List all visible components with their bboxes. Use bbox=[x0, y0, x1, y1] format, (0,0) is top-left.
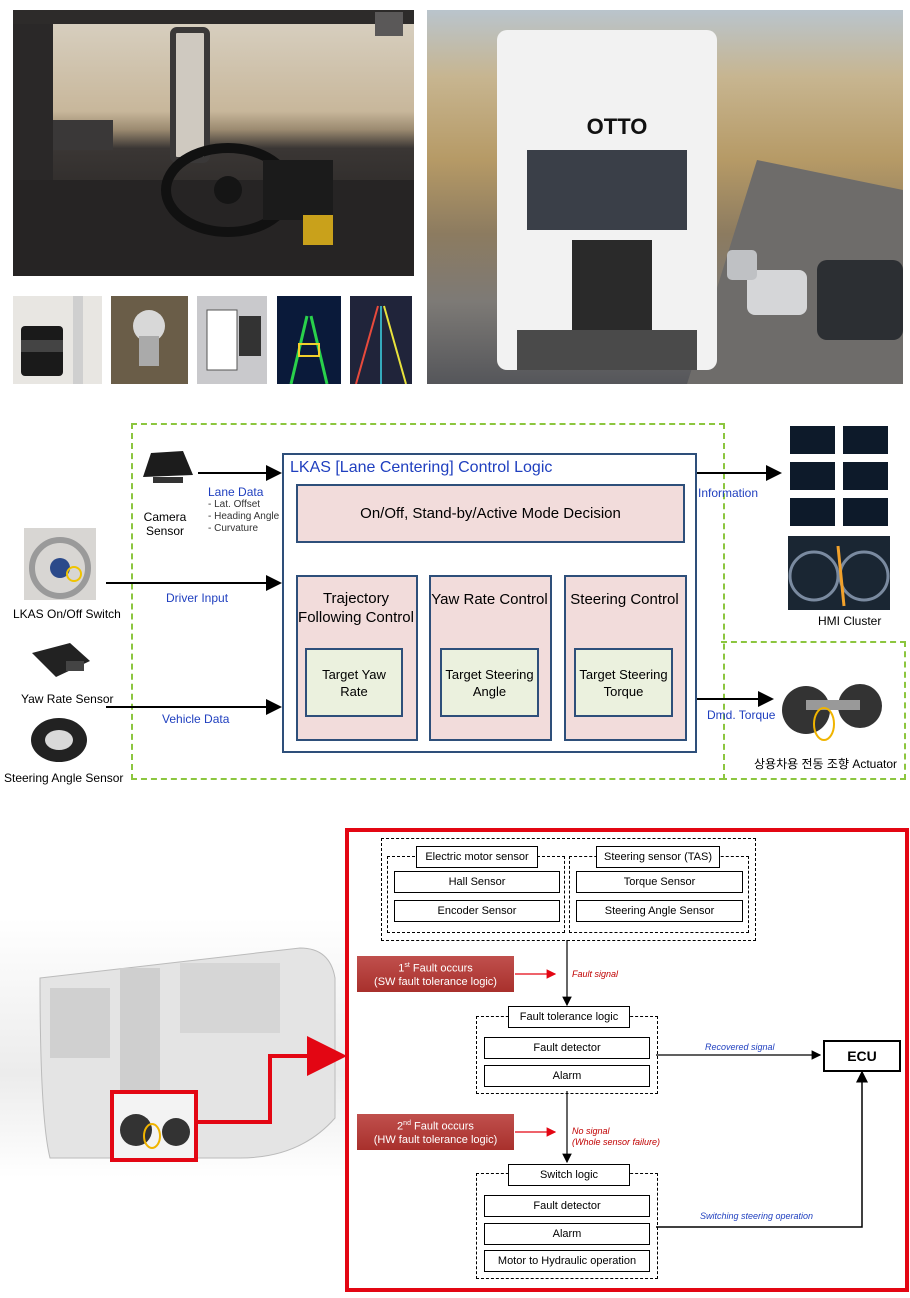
no-signal-sub-note: (Whole sensor failure) bbox=[572, 1137, 661, 1147]
yaw-rate-sensor-icon bbox=[26, 635, 96, 687]
steering-actuator-icon bbox=[780, 660, 885, 748]
hmi-cluster-label: HMI Cluster bbox=[818, 614, 882, 628]
driver-input-label: Driver Input bbox=[166, 591, 229, 605]
target-yaw-rate-box: Target Yaw Rate bbox=[305, 648, 403, 717]
actuator-label: 상용차용 전동 조향 Actuator bbox=[754, 757, 898, 771]
second-fault-sub: (HW fault tolerance logic) bbox=[373, 1133, 498, 1146]
yaw-rate-sensor-label: Yaw Rate Sensor bbox=[21, 692, 114, 706]
fault-detector-box: Fault detector bbox=[484, 1037, 650, 1059]
lane-detection-view-thumbnail bbox=[277, 296, 341, 384]
lkas-system-boundary-extension bbox=[721, 641, 906, 780]
lane-data-title: Lane Data bbox=[208, 485, 264, 499]
first-fault-title: Fault occurs bbox=[409, 962, 473, 975]
trajectory-control-title: Trajectory Following Control bbox=[298, 590, 414, 626]
hall-sensor-box: Hall Sensor bbox=[394, 871, 560, 893]
second-fault-suffix: nd bbox=[403, 1120, 411, 1128]
lkas-title: LKAS [Lane Centering] Control Logic bbox=[290, 459, 553, 476]
encoder-sensor-box: Encoder Sensor bbox=[394, 900, 560, 922]
switch-fault-detector-box: Fault detector bbox=[484, 1195, 650, 1217]
fault-signal-note: Fault signal bbox=[572, 969, 619, 979]
sensor-group-block bbox=[381, 838, 756, 941]
recovered-signal-note: Recovered signal bbox=[705, 1042, 775, 1052]
steering-angle-sensor-label: Steering Angle Sensor bbox=[4, 771, 124, 785]
lkas-switch-label: LKAS On/Off Switch bbox=[13, 607, 121, 621]
lane-data-item: - Lat. Offset bbox=[208, 499, 261, 510]
first-fault-sub: (SW fault tolerance logic) bbox=[374, 975, 497, 988]
camera-sensor-icon bbox=[139, 447, 195, 487]
torque-sensor-box: Torque Sensor bbox=[576, 871, 743, 893]
bus-actuator-highlight bbox=[110, 1090, 198, 1162]
dmd-torque-label: Dmd. Torque bbox=[707, 708, 776, 722]
steering-angle-sensor-icon bbox=[24, 710, 94, 768]
no-signal-note: No signal bbox=[572, 1126, 610, 1136]
ecu-box: ECU bbox=[823, 1040, 901, 1072]
motor-to-hydraulic-box: Motor to Hydraulic operation bbox=[484, 1250, 650, 1272]
second-fault-title: Fault occurs bbox=[410, 1120, 474, 1133]
switch-logic-title: Switch logic bbox=[508, 1164, 630, 1186]
lane-data-item: - Heading Angle bbox=[208, 511, 280, 522]
electric-motor-sensor-title: Electric motor sensor bbox=[416, 846, 538, 868]
target-steering-angle-box: Target Steering Angle bbox=[440, 648, 539, 717]
camera-mount-thumbnail bbox=[111, 296, 188, 384]
lkas-system-boundary bbox=[131, 423, 725, 780]
lidar-sensor-thumbnail bbox=[13, 296, 102, 384]
steering-angle-sensor-box: Steering Angle Sensor bbox=[576, 900, 743, 922]
autonomous-truck-photo: OTTO bbox=[427, 10, 903, 384]
fault-arrows bbox=[194, 940, 868, 1228]
truck-cab-interior-photo bbox=[13, 10, 414, 276]
steering-wheel-switch-icon bbox=[24, 528, 96, 600]
steering-control-title: Steering Control bbox=[570, 590, 679, 608]
second-fault-label: 2nd Fault occurs(HW fault tolerance logi… bbox=[357, 1114, 514, 1150]
camera-sensor-label: Camera Sensor bbox=[143, 510, 187, 538]
alarm-box: Alarm bbox=[484, 1065, 650, 1087]
sensor-box-thumbnail bbox=[197, 296, 267, 384]
steering-sensor-title: Steering sensor (TAS) bbox=[596, 846, 720, 868]
lane-tracking-view-thumbnail bbox=[350, 296, 412, 384]
fault-tolerance-logic-title: Fault tolerance logic bbox=[508, 1006, 630, 1028]
switching-operation-note: Switching steering operation bbox=[700, 1211, 814, 1221]
lane-data-item: - Curvature bbox=[208, 523, 259, 534]
switch-alarm-box: Alarm bbox=[484, 1223, 650, 1245]
first-fault-label: 1st Fault occurs(SW fault tolerance logi… bbox=[357, 956, 514, 992]
information-label: Information bbox=[698, 486, 759, 500]
instrument-cluster-icon bbox=[788, 536, 890, 610]
first-fault-suffix: st bbox=[404, 962, 410, 970]
fault-tolerance-frame bbox=[345, 828, 909, 1292]
vehicle-data-label: Vehicle Data bbox=[162, 712, 230, 726]
second-fault-ordinal: 2 bbox=[397, 1120, 404, 1133]
target-steering-torque-box: Target Steering Torque bbox=[574, 648, 673, 717]
first-fault-ordinal: 1 bbox=[398, 962, 405, 975]
yaw-rate-control-title: Yaw Rate Control bbox=[431, 590, 548, 608]
truck-brand-label: OTTO bbox=[587, 114, 648, 139]
hmi-screens-icon bbox=[788, 424, 890, 528]
mode-decision-box: On/Off, Stand-by/Active Mode Decision bbox=[296, 484, 685, 543]
